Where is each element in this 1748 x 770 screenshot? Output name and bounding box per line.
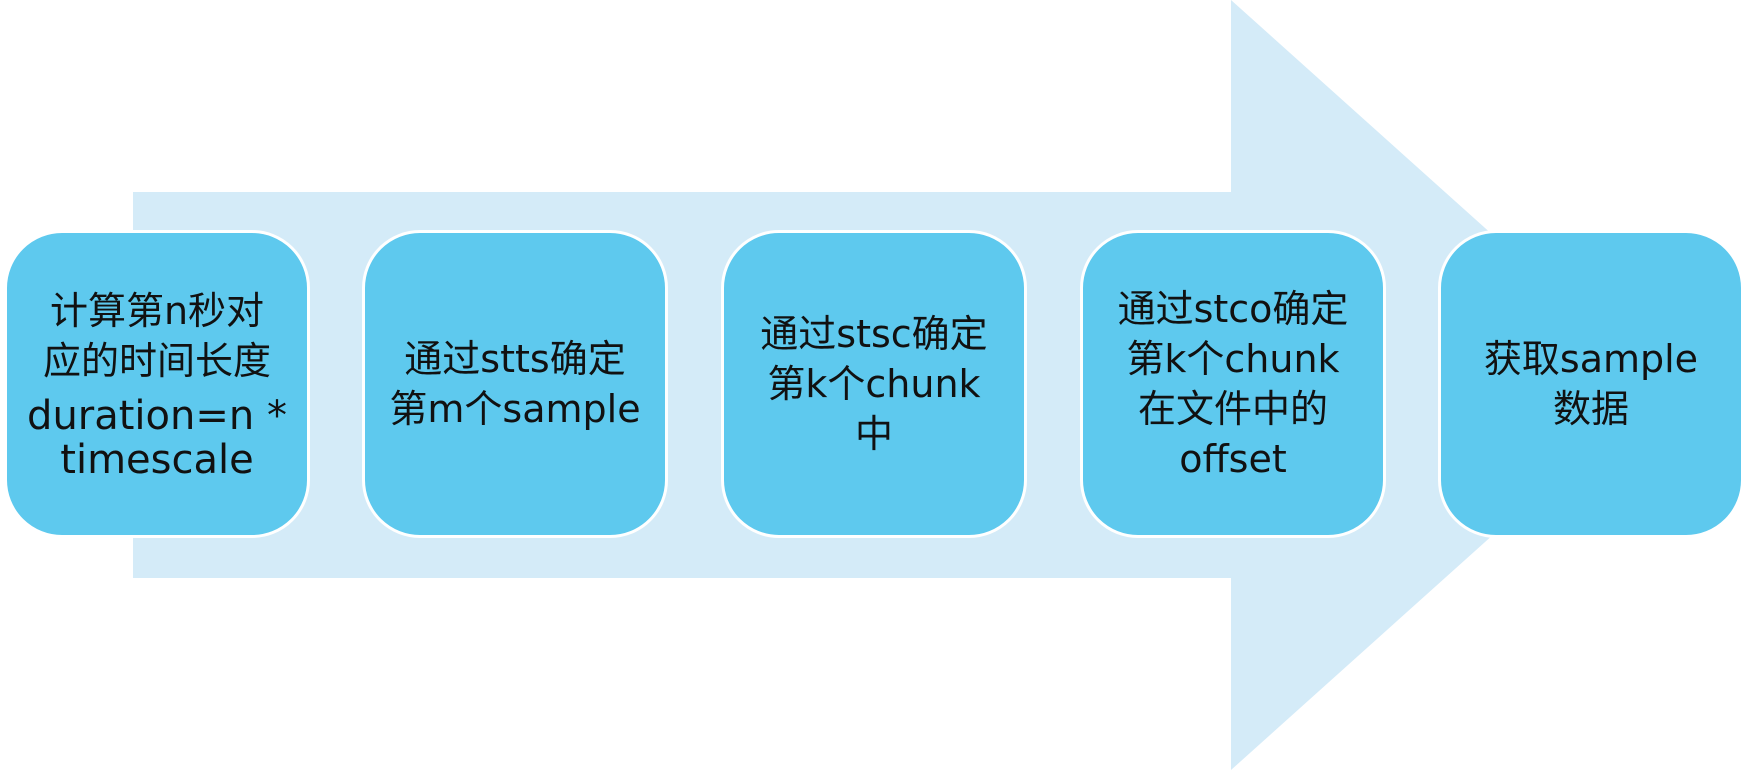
step-3-line-1: 通过stsc确定 (760, 312, 988, 356)
step-4-line-1: 通过stco确定 (1117, 287, 1349, 331)
step-3-stsc-chunk: 通过stsc确定 第k个chunk 中 (721, 230, 1027, 538)
step-1-line-1: 计算第n秒对 (49, 289, 265, 333)
step-3-line-2: 第k个chunk (767, 362, 981, 406)
step-3-line-3: 中 (854, 412, 893, 456)
step-5-get-sample-data: 获取sample 数据 (1438, 230, 1744, 538)
step-1-line-3: duration=n * (27, 393, 287, 439)
step-2-line-1: 通过stts确定 (404, 337, 626, 381)
step-4-line-4: offset (1179, 437, 1287, 481)
step-5-line-2: 数据 (1552, 387, 1629, 431)
step-5-line-1: 获取sample (1483, 337, 1699, 381)
step-4-stco-offset: 通过stco确定 第k个chunk 在文件中的 offset (1080, 230, 1386, 538)
step-4-line-2: 第k个chunk (1126, 337, 1340, 381)
step-2-line-2: 第m个sample (389, 387, 641, 431)
step-1-line-4: timescale (60, 437, 254, 483)
step-1-line-2: 应的时间长度 (42, 339, 271, 383)
step-2-stts-sample: 通过stts确定 第m个sample (362, 230, 668, 538)
step-4-line-3: 在文件中的 (1137, 387, 1328, 431)
step-1-compute-duration: 计算第n秒对 应的时间长度 duration=n * timescale (4, 230, 310, 538)
